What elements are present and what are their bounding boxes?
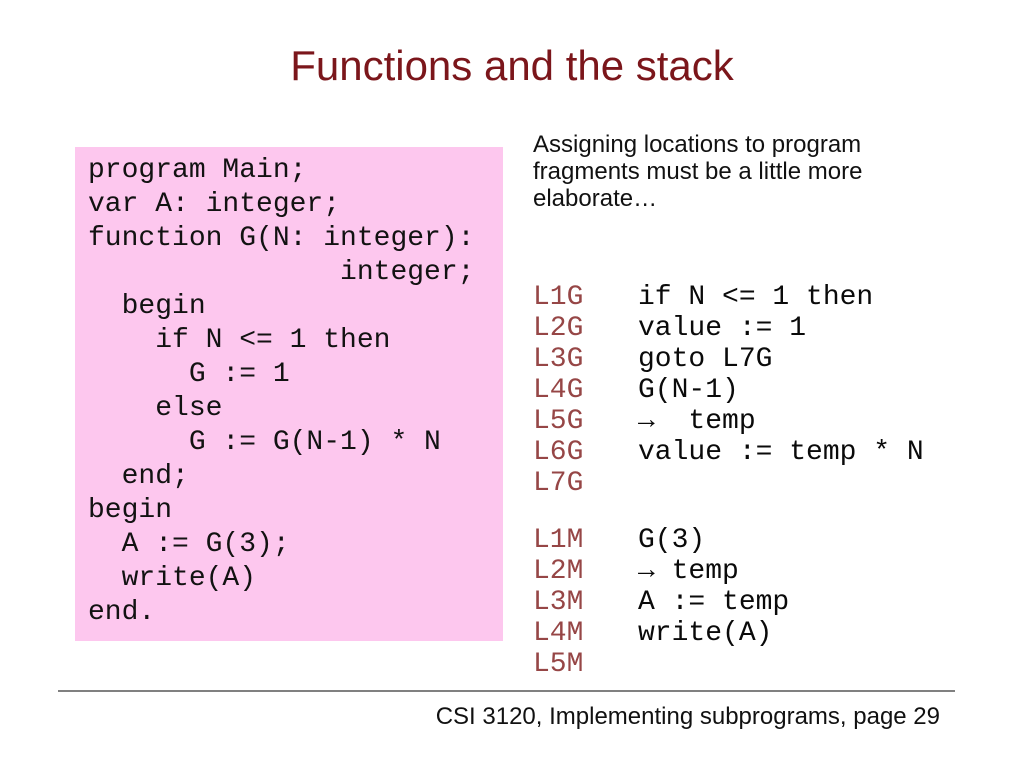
fragment-row: L7G bbox=[533, 468, 924, 499]
intro-paragraph: Assigning locations to program fragments… bbox=[533, 131, 863, 212]
slide-title: Functions and the stack bbox=[290, 42, 734, 89]
fragment-label: L7G bbox=[533, 468, 584, 499]
fragment-code: if N <= 1 then bbox=[638, 282, 874, 313]
fragment-label: L1M bbox=[533, 525, 584, 556]
fragment-row: L1G if N <= 1 then bbox=[533, 282, 924, 313]
fragment-row: L2M → temp bbox=[533, 556, 924, 587]
fragment-row: L4G G(N-1) bbox=[533, 375, 924, 406]
fragment-label: L5G bbox=[533, 406, 584, 437]
fragment-code: → temp bbox=[638, 406, 756, 437]
fragment-label: L6G bbox=[533, 437, 584, 468]
fragment-code: G(N-1) bbox=[638, 375, 739, 406]
fragment-code: A := temp bbox=[638, 587, 790, 618]
fragment-group-m: L1M G(3) L2M → temp L3M A := temp L4M wr… bbox=[533, 525, 924, 680]
fragment-label: L2G bbox=[533, 313, 584, 344]
footer-divider bbox=[58, 690, 955, 692]
fragment-code: G(3) bbox=[638, 525, 706, 556]
fragment-row: L6G value := temp * N bbox=[533, 437, 924, 468]
fragment-row: L5G → temp bbox=[533, 406, 924, 437]
fragment-code: write(A) bbox=[638, 618, 773, 649]
fragment-code: goto L7G bbox=[638, 344, 773, 375]
fragment-row: L5M bbox=[533, 649, 924, 680]
fragment-row: L1M G(3) bbox=[533, 525, 924, 556]
pascal-code-box: program Main; var A: integer; function G… bbox=[75, 147, 503, 641]
fragment-label: L2M bbox=[533, 556, 584, 587]
fragment-row: L4M write(A) bbox=[533, 618, 924, 649]
fragment-code: value := 1 bbox=[638, 313, 807, 344]
fragment-label: L5M bbox=[533, 649, 584, 680]
fragment-label: L4M bbox=[533, 618, 584, 649]
fragment-label: L4G bbox=[533, 375, 584, 406]
fragment-row: L3M A := temp bbox=[533, 587, 924, 618]
labeled-fragments: L1G if N <= 1 then L2G value := 1 L3G go… bbox=[533, 282, 924, 680]
fragment-row: L3G goto L7G bbox=[533, 344, 924, 375]
pascal-code-text: program Main; var A: integer; function G… bbox=[88, 155, 475, 628]
fragment-code: → temp bbox=[638, 556, 739, 587]
fragment-row: L2G value := 1 bbox=[533, 313, 924, 344]
fragment-label: L1G bbox=[533, 282, 584, 313]
fragment-group-g: L1G if N <= 1 then L2G value := 1 L3G go… bbox=[533, 282, 924, 499]
fragment-code: value := temp * N bbox=[638, 437, 924, 468]
fragment-label: L3M bbox=[533, 587, 584, 618]
footer-caption: CSI 3120, Implementing subprograms, page… bbox=[435, 703, 940, 730]
fragment-label: L3G bbox=[533, 344, 584, 375]
